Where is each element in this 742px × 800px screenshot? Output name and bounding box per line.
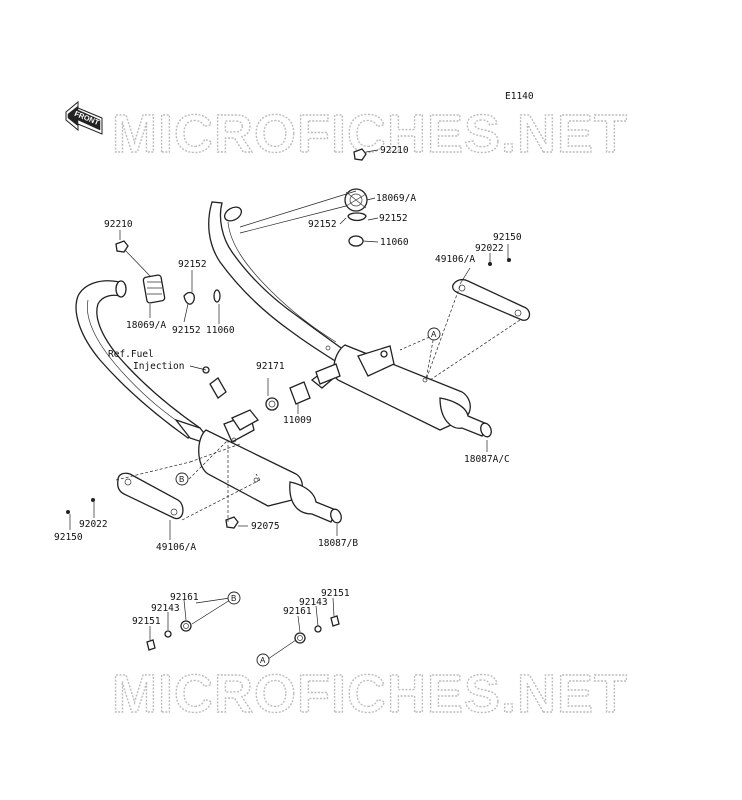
ring-92152-left: [183, 291, 195, 305]
watermark-bottom: MICROFICHES.NET: [112, 664, 628, 724]
callout-b-middle: B: [175, 472, 189, 486]
callout-b-bottom-text: B: [231, 594, 236, 603]
label-92143-right: 92143: [299, 597, 328, 608]
gasket-18069a-top: [344, 188, 368, 212]
bolt-92151-right: [330, 615, 340, 627]
label-49106a-right: 49106/A: [435, 254, 475, 265]
nut-92210-top: [353, 148, 367, 161]
label-18087b: 18087/B: [318, 538, 358, 549]
label-92210-top: 92210: [380, 145, 409, 156]
label-92075: 92075: [251, 521, 280, 532]
diagram-id: E1140: [505, 91, 534, 102]
callout-b-middle-text: B: [179, 475, 184, 484]
label-92152-right-top: 92152: [379, 213, 408, 224]
o2-sensor: [202, 366, 227, 399]
joint-pipe-left: [231, 409, 259, 431]
callout-a-bottom: A: [256, 653, 270, 667]
washer-11060-left: [213, 289, 221, 303]
label-92143-left: 92143: [151, 603, 180, 614]
washer-92143-right: [314, 625, 322, 633]
label-92151-left: 92151: [132, 616, 161, 627]
right-muffler: [310, 344, 492, 438]
bolt-92150-left: [66, 510, 70, 514]
left-heat-shield: [117, 472, 184, 520]
label-18087ac: 18087A/C: [464, 454, 510, 465]
washer-92143-left: [164, 630, 172, 638]
label-11009: 11009: [283, 415, 312, 426]
label-92150-right: 92150: [493, 232, 522, 243]
label-92161-left: 92161: [170, 592, 199, 603]
callout-b-bottom: B: [227, 591, 241, 605]
nut-92210-left: [115, 240, 129, 253]
grommet-92161-right: [294, 632, 306, 644]
label-92151-right: 92151: [321, 588, 350, 599]
ring-92152-pair: [347, 212, 367, 222]
label-18069a-top: 18069/A: [376, 193, 416, 204]
watermark-top: MICROFICHES.NET: [112, 104, 628, 164]
washer-11060-top: [348, 235, 364, 247]
label-92022-left: 92022: [79, 519, 108, 530]
label-92022-right: 92022: [475, 243, 504, 254]
label-92150-left: 92150: [54, 532, 83, 543]
grommet-92161-left: [180, 620, 192, 632]
ref-note-line2: Injection: [133, 361, 184, 372]
label-92152-mid: 92152: [178, 259, 207, 270]
clamp-92171: [265, 397, 279, 411]
bolt-92151-left: [146, 639, 156, 651]
label-92152-low: 92152: [172, 325, 201, 336]
label-49106a-left: 49106/A: [156, 542, 196, 553]
gasket-18069a-left: [142, 274, 166, 304]
label-92161-right: 92161: [283, 606, 312, 617]
label-11060-left: 11060: [206, 325, 235, 336]
bolt-92150-right: [507, 258, 511, 262]
leader-lines: [69, 149, 521, 660]
callout-a-top-text: A: [431, 330, 437, 339]
sleeve-11009: [289, 381, 311, 405]
label-92171: 92171: [256, 361, 285, 372]
ref-note-line1: Ref.Fuel: [108, 349, 154, 360]
right-heat-shield: [452, 278, 531, 321]
label-18069a-left: 18069/A: [126, 320, 166, 331]
nut-92075: [225, 516, 239, 529]
callout-a-top: A: [427, 327, 441, 341]
connector-pipe: [315, 363, 341, 385]
label-92152-left-top: 92152: [308, 219, 337, 230]
callout-a-bottom-text: A: [260, 656, 266, 665]
bolt-92022-left: [91, 498, 95, 502]
left-muffler: [198, 413, 342, 524]
label-92210-left: 92210: [104, 219, 133, 230]
label-11060-top: 11060: [380, 237, 409, 248]
front-arrow-icon: FRONT: [65, 100, 103, 135]
